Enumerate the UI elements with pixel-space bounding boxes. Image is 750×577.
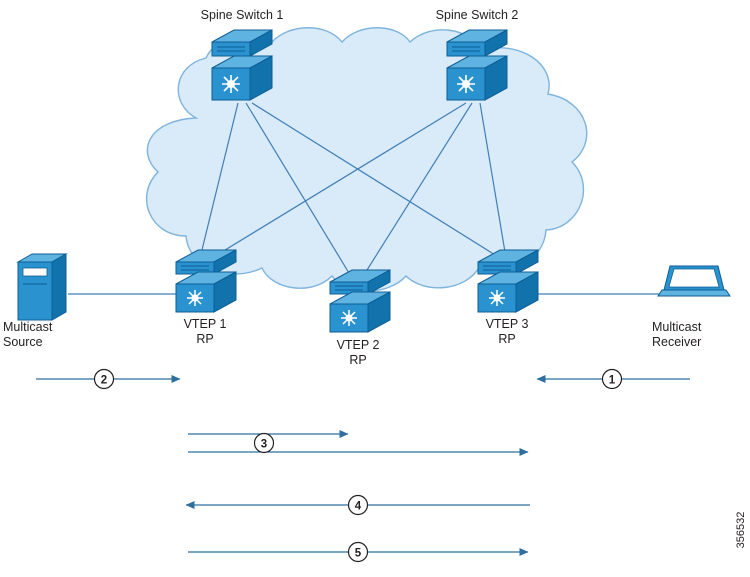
flow-badge-4: 4	[347, 494, 369, 516]
label-receiver-line1: Multicast	[652, 320, 702, 334]
flow-badge-3-label: 3	[261, 439, 267, 451]
flow-badge-1-label: 1	[609, 375, 616, 387]
flow-badge-5-label: 5	[355, 548, 362, 560]
flow-badge-2: 2	[93, 368, 115, 390]
flow-arrows	[36, 375, 690, 556]
device-vtep3	[477, 249, 539, 313]
device-vtep1	[175, 249, 237, 313]
label-source-line2: Source	[3, 335, 43, 349]
flow-badge-4-label: 4	[355, 501, 362, 513]
device-multicast-receiver	[657, 265, 731, 297]
label-vtep3-name: VTEP 3	[485, 317, 529, 331]
device-multicast-source	[16, 253, 68, 321]
label-receiver-line2: Receiver	[652, 335, 702, 349]
label-spine1: Spine Switch 1	[200, 8, 284, 22]
label-vtep2-name: VTEP 2	[336, 338, 380, 352]
flow-badge-1: 1	[601, 368, 623, 390]
label-vtep1-name: VTEP 1	[183, 317, 227, 331]
flow-badge-5: 5	[347, 541, 369, 563]
figure-id-label: 356532	[735, 511, 747, 549]
flow-step-badges: 2 1 3 4 5	[93, 368, 623, 563]
flow-badge-3: 3	[253, 432, 275, 454]
label-spine2: Spine Switch 2	[435, 8, 519, 22]
label-vtep2-role: RP	[349, 353, 367, 367]
device-vtep2	[329, 269, 391, 333]
device-spine1	[211, 29, 273, 101]
label-source-line1: Multicast	[3, 320, 53, 334]
device-spine2	[446, 29, 508, 101]
flow-badge-2-label: 2	[101, 375, 107, 387]
label-vtep1-role: RP	[196, 332, 214, 346]
fabric-links	[199, 102, 507, 279]
label-vtep3-role: RP	[498, 332, 516, 346]
figure-id: 356532	[734, 495, 748, 565]
